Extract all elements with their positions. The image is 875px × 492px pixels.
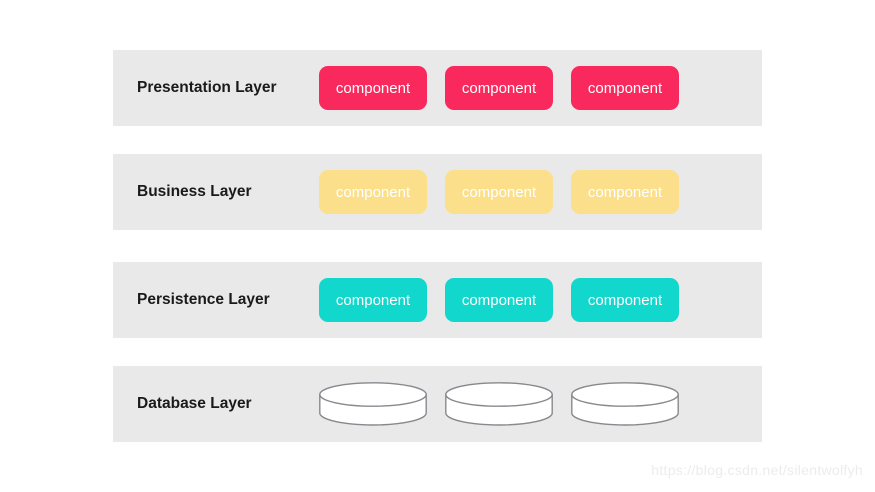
component-box: component — [445, 278, 553, 322]
layer-label: Presentation Layer — [137, 79, 277, 96]
component-box: component — [445, 170, 553, 214]
component-box: component — [571, 278, 679, 322]
database-cylinder-icon — [445, 382, 553, 426]
database-cylinder-icon — [319, 382, 427, 426]
component-box: component — [319, 66, 427, 110]
component-box: component — [445, 66, 553, 110]
component-box: component — [571, 170, 679, 214]
component-group — [319, 366, 679, 442]
component-group: component component component — [319, 50, 679, 126]
component-box: component — [319, 278, 427, 322]
layer-row-business: Business Layer component component compo… — [113, 154, 762, 230]
component-box: component — [571, 66, 679, 110]
component-box: component — [319, 170, 427, 214]
layer-row-presentation: Presentation Layer component component c… — [113, 50, 762, 126]
layer-label: Business Layer — [137, 183, 252, 200]
database-cylinder-icon — [571, 382, 679, 426]
layer-label: Database Layer — [137, 395, 252, 412]
layer-row-persistence: Persistence Layer component component co… — [113, 262, 762, 338]
layer-label: Persistence Layer — [137, 291, 270, 308]
component-group: component component component — [319, 262, 679, 338]
component-group: component component component — [319, 154, 679, 230]
layer-row-database: Database Layer — [113, 366, 762, 442]
watermark-url: https://blog.csdn.net/silentwolfyh — [651, 462, 863, 478]
